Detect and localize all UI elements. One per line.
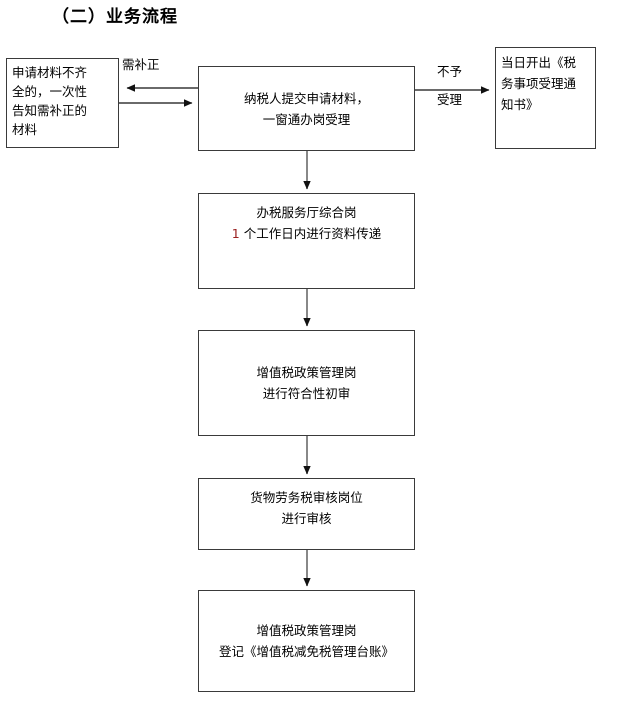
node-text-line: 办税服务厅综合岗 — [256, 205, 357, 220]
node-incomplete-materials: 申请材料不齐 全的，一次性 告知需补正的 材料 — [6, 58, 119, 148]
node-text-line: 增值税政策管理岗 — [256, 623, 357, 638]
node-text-line: 告知需补正的 — [12, 103, 88, 118]
edge-label-not-accepted-line1: 不予 — [437, 64, 463, 79]
node-vat-policy-review: 增值税政策管理岗 进行符合性初审 — [198, 330, 415, 436]
node-text-line: 知书》 — [501, 97, 539, 112]
edge-label-not-accepted-line2: 受理 — [437, 92, 463, 107]
page-title: （二）业务流程 — [52, 7, 178, 27]
node-text-line: 材料 — [12, 122, 38, 137]
node-text-line: 纳税人提交申请材料， — [243, 90, 369, 106]
node-text-line: 当日开出《税 — [501, 55, 577, 70]
node-text-line: 申请材料不齐 — [12, 65, 88, 80]
edge-label-need-correction: 需补正 — [122, 57, 160, 72]
node-text-line-with-number: 1 个工作日内进行资料传递 — [203, 223, 410, 244]
node-text-line: 增值税政策管理岗 — [256, 365, 357, 380]
node-text-line: 进行符合性初审 — [262, 386, 351, 401]
work-days-number: 1 — [231, 226, 240, 241]
node-text-line: 登记《增值税减免税管理台账》 — [218, 644, 394, 659]
node-text-line: 一窗通办岗受理 — [262, 111, 351, 127]
node-text-line: 货物劳务税审核岗位 — [250, 490, 363, 505]
node-text-line: 全的，一次性 — [12, 84, 88, 99]
node-taxpayer-submit: 纳税人提交申请材料， 一窗通办岗受理 — [198, 66, 415, 151]
node-goods-labor-audit: 货物劳务税审核岗位 进行审核 — [198, 478, 415, 550]
work-days-text: 个工作日内进行资料传递 — [239, 226, 382, 241]
node-text-line: 务事项受理通 — [501, 76, 577, 91]
node-acceptance-notice: 当日开出《税 务事项受理通 知书》 — [495, 47, 596, 149]
node-text-line: 进行审核 — [281, 511, 332, 526]
node-vat-policy-ledger: 增值税政策管理岗 登记《增值税减免税管理台账》 — [198, 590, 415, 692]
node-service-hall: 办税服务厅综合岗 1 个工作日内进行资料传递 — [198, 193, 415, 289]
